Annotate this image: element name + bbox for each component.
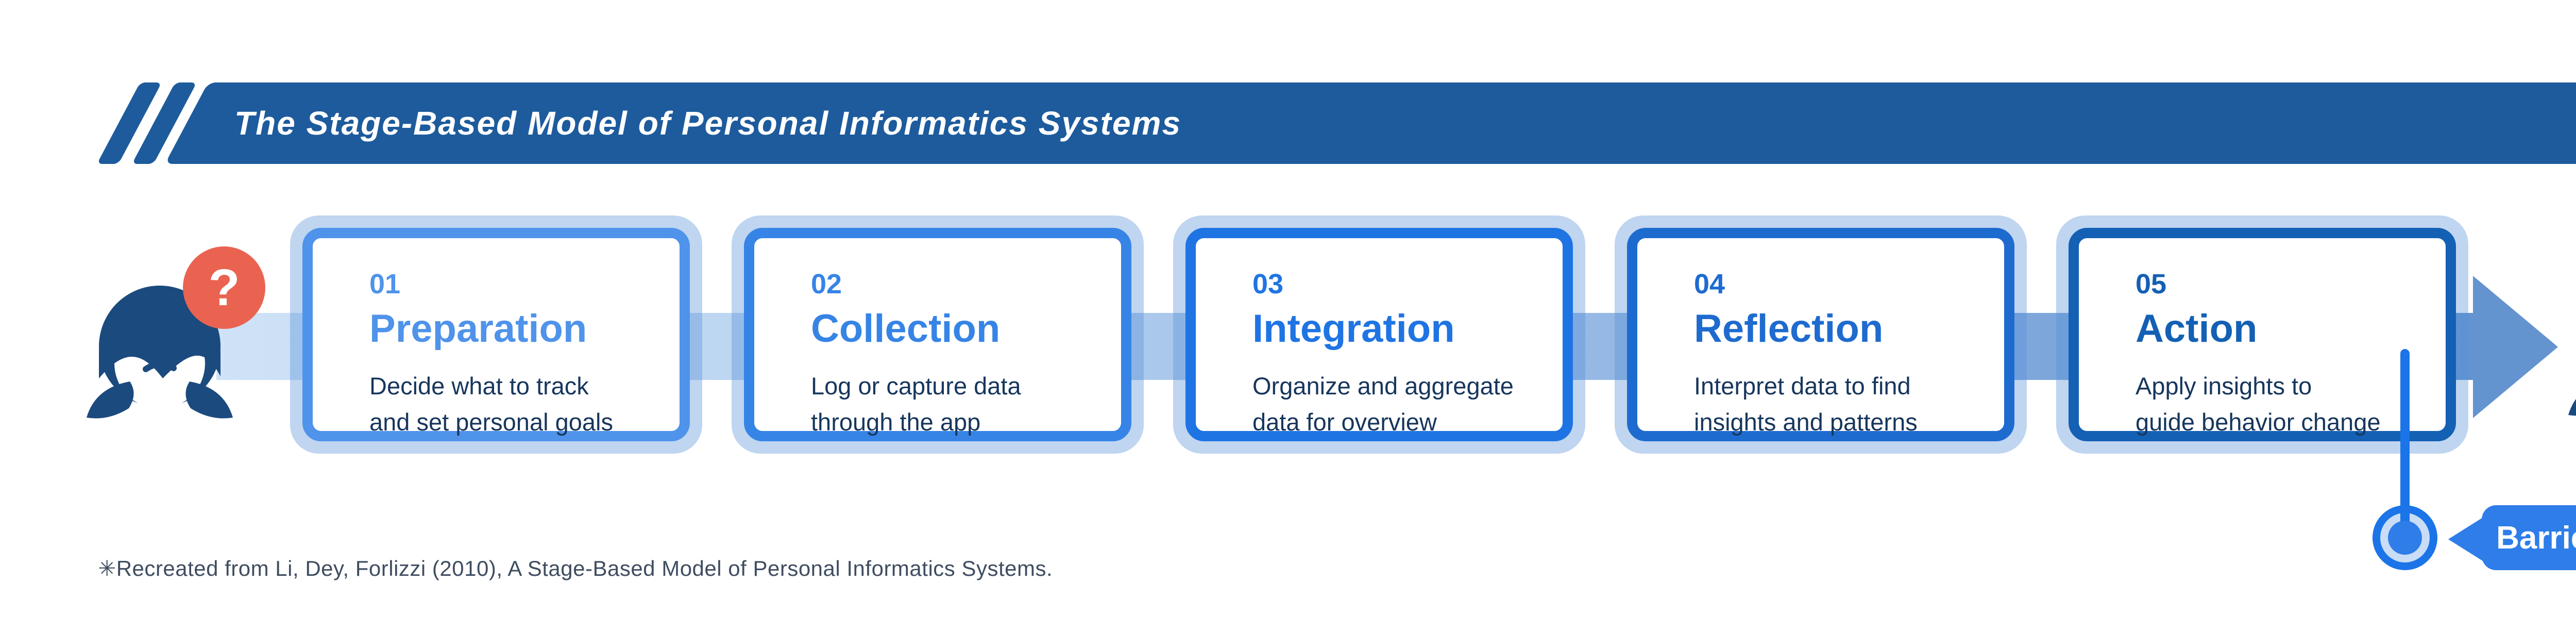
happy-user-icon: [2568, 399, 2576, 416]
stage-title: Collection: [811, 307, 1001, 351]
stage-number: 03: [1252, 269, 1284, 300]
stage-title: Action: [2136, 307, 2258, 351]
barrier-bubble-label: Barriers cascade: [2496, 520, 2576, 556]
barrier-bubble-notch: [2448, 517, 2484, 562]
barrier-pin-core: [2388, 521, 2422, 555]
flow-arrow-head: [2473, 276, 2558, 418]
stage-title: Preparation: [369, 307, 587, 351]
stage-number: 04: [1694, 269, 1725, 300]
stage-title: Integration: [1252, 307, 1455, 351]
barrier-drop-line: [2400, 349, 2410, 527]
question-badge-icon: ?: [183, 246, 265, 329]
confused-user-icon: [87, 286, 233, 419]
stage-number: 01: [369, 269, 401, 300]
barrier-bubble: Barriers cascade: [2482, 505, 2576, 570]
stage-number: 02: [811, 269, 842, 300]
page-title: The Stage-Based Model of Personal Inform…: [234, 105, 1182, 142]
stage-title: Reflection: [1694, 307, 1884, 351]
stage-number: 05: [2136, 269, 2167, 300]
source-footnote: ✳Recreated from Li, Dey, Forlizzi (2010)…: [98, 556, 1053, 580]
